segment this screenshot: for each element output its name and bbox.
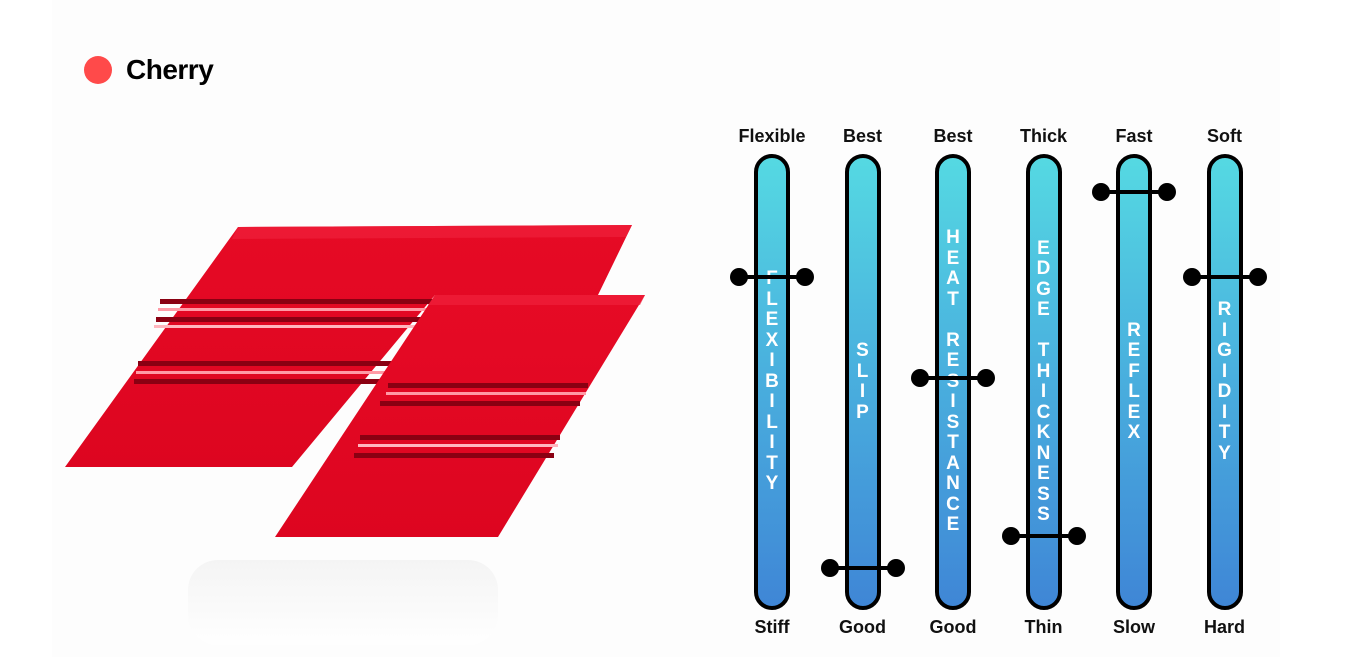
- top-label-edge-thickness: Thick: [1019, 126, 1067, 146]
- bottom-label-reflex: Slow: [1112, 617, 1155, 637]
- bottom-label-heat-resistance: Good: [929, 617, 977, 637]
- squeegee-front: [275, 295, 645, 537]
- rating-marker-slip: [820, 558, 905, 577]
- color-dot-icon: [84, 56, 112, 84]
- top-label-heat-resistance: Best: [933, 126, 973, 146]
- rating-marker-edge-thickness: [1001, 526, 1086, 545]
- rating-marker-rigidity: [1182, 267, 1267, 286]
- rating-marker-flexibility: [730, 267, 814, 286]
- squeegee-back: [65, 225, 632, 467]
- rating-marker-reflex: [1092, 183, 1176, 202]
- bottom-label-slip: Good: [839, 617, 886, 637]
- attribute-name-flexibility: FLEXIBILITY: [765, 269, 779, 495]
- bottom-label-edge-thickness: Thin: [1024, 617, 1063, 637]
- bottom-label-flexibility: Stiff: [754, 617, 790, 637]
- rating-marker-heat-resistance: [911, 368, 995, 387]
- top-label-rigidity: Soft: [1207, 126, 1242, 146]
- product-title: Cherry: [84, 53, 214, 87]
- scale-bar-flexibility: FLEXIBILITY: [730, 154, 814, 610]
- top-label-reflex: Fast: [1115, 126, 1153, 146]
- bottom-label-rigidity: Hard: [1203, 617, 1245, 637]
- squeegee-image: [65, 225, 645, 645]
- top-label-flexibility: Flexible: [738, 126, 806, 146]
- top-label-slip: Best: [842, 126, 882, 146]
- product-name: Cherry: [126, 54, 214, 85]
